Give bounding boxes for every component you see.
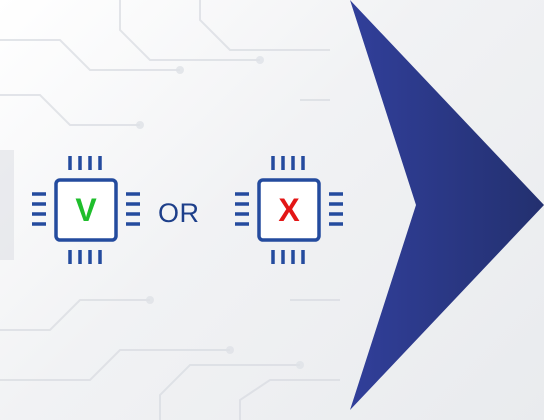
chevron-right-icon bbox=[350, 0, 544, 410]
or-connector-text: OR bbox=[158, 198, 200, 228]
chip-v-icon: V bbox=[26, 150, 146, 270]
chip-x-icon: X bbox=[229, 150, 349, 270]
chip-x-letter: X bbox=[278, 192, 300, 228]
chip-v-letter: V bbox=[75, 192, 97, 228]
